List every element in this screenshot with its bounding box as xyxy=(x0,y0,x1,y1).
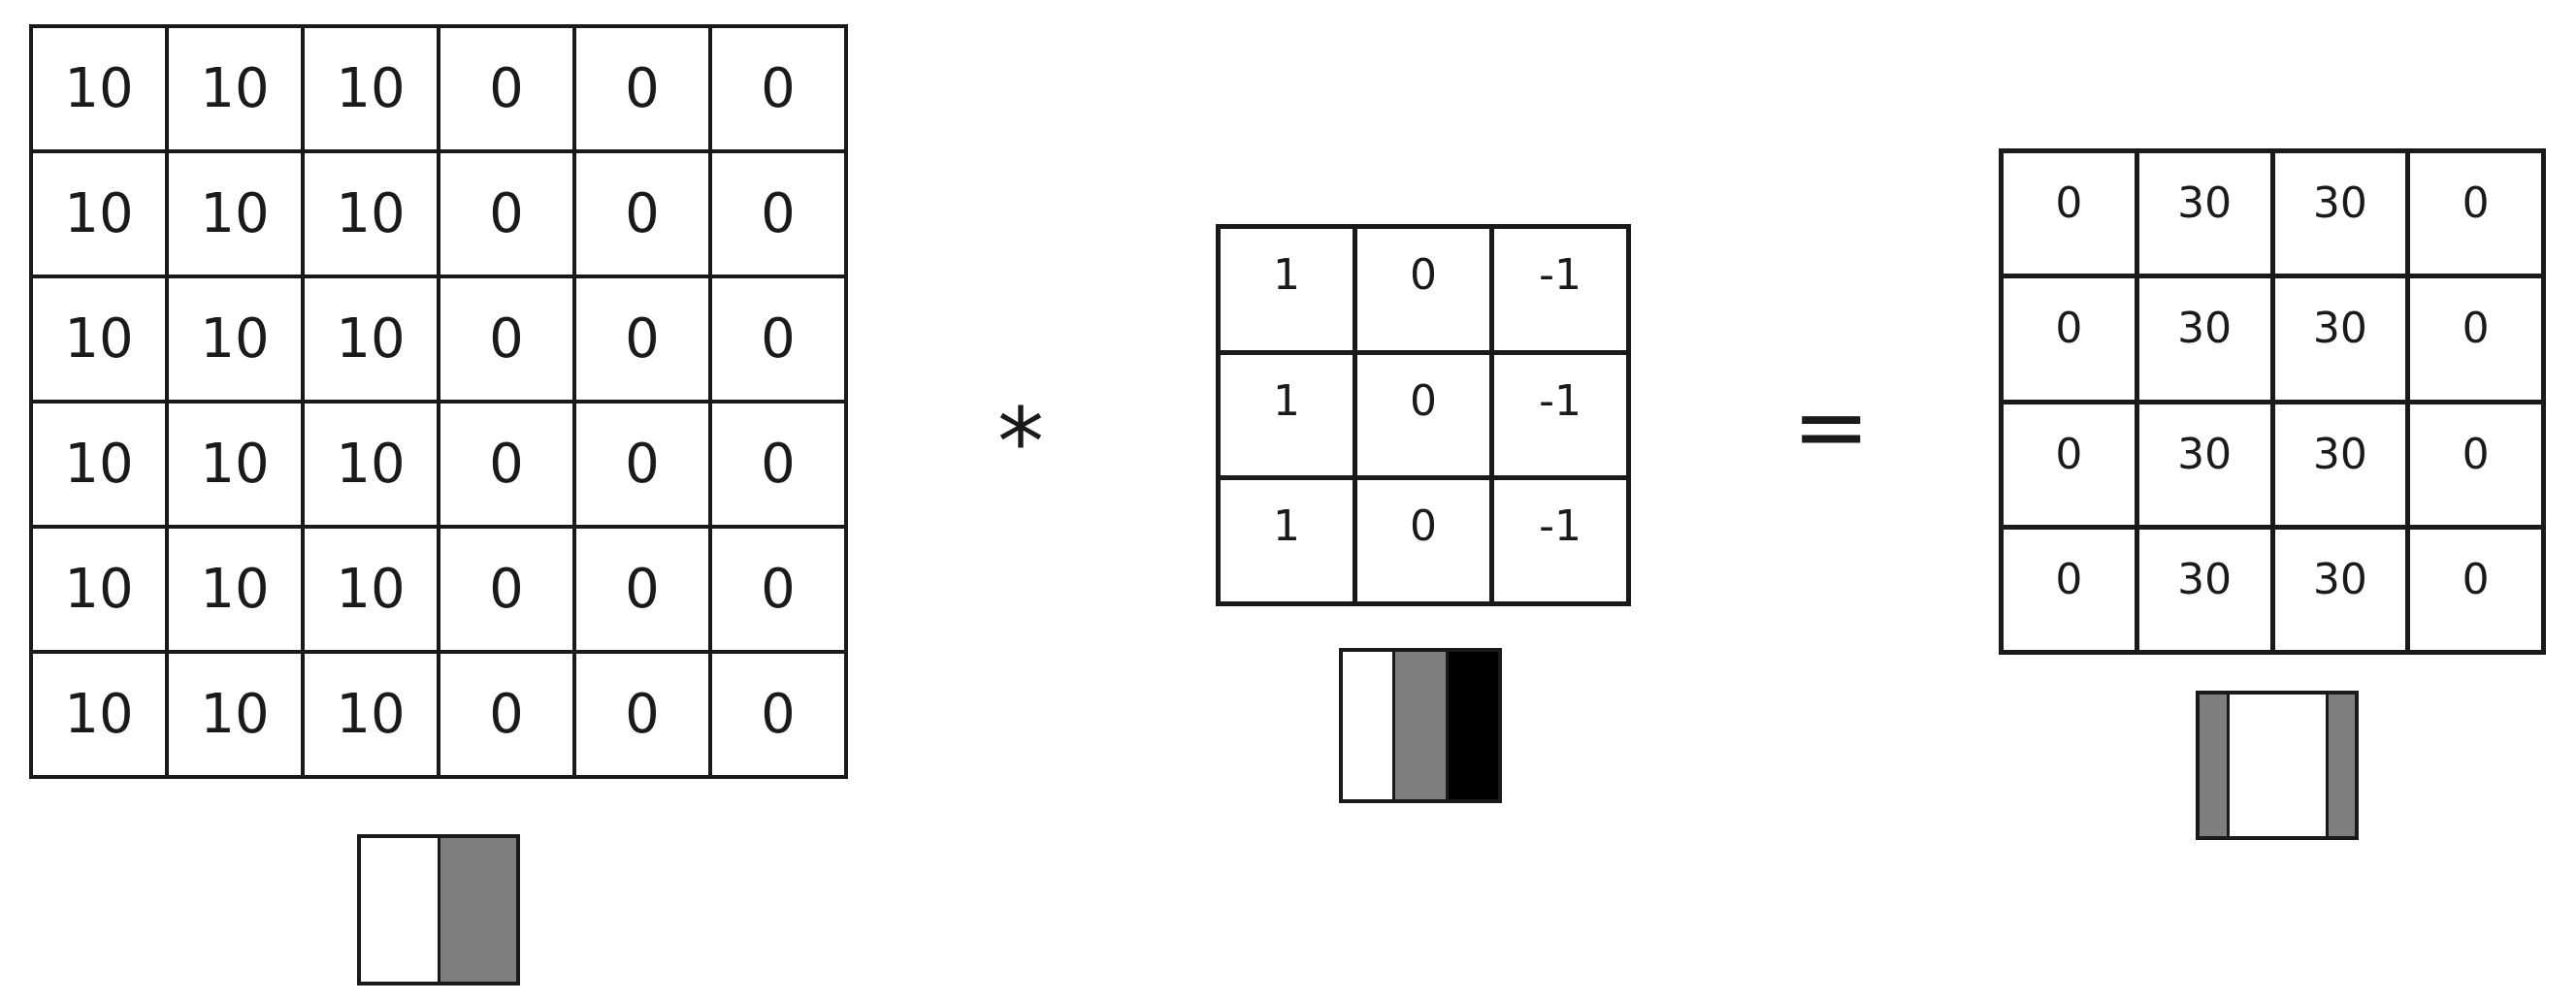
input-image-swatch xyxy=(357,834,520,986)
output-swatch-stripe xyxy=(2328,695,2355,836)
output-matrix-cell: 0 xyxy=(2004,278,2139,404)
input-matrix-cell: 10 xyxy=(305,529,440,654)
filter-swatch-stripe xyxy=(1343,652,1396,799)
output-matrix-cell: 0 xyxy=(2410,278,2546,404)
input-matrix-cell: 10 xyxy=(305,278,440,404)
filter-swatch-stripe xyxy=(1448,652,1498,799)
input-matrix-cell: 10 xyxy=(169,153,305,278)
input-matrix-cell: 10 xyxy=(305,404,440,529)
output-matrix-cell: 0 xyxy=(2410,153,2546,279)
output-matrix-cell: 0 xyxy=(2410,529,2546,655)
output-matrix-cell: 30 xyxy=(2274,153,2411,279)
input-matrix-cell: 10 xyxy=(33,654,169,779)
filter-matrix-cell: 1 xyxy=(1221,480,1357,606)
input-matrix-cell: 10 xyxy=(169,654,305,779)
input-matrix-cell: 0 xyxy=(440,654,576,779)
input-matrix-cell: 0 xyxy=(712,654,848,779)
filter-matrix-cell: -1 xyxy=(1494,229,1631,355)
input-matrix-cell: 10 xyxy=(305,153,440,278)
input-matrix-cell: 0 xyxy=(712,153,848,278)
input-matrix-cell: 0 xyxy=(440,28,576,153)
output-swatch-stripe xyxy=(2200,695,2230,836)
output-matrix-cell: 0 xyxy=(2410,404,2546,530)
input-matrix-cell: 10 xyxy=(305,28,440,153)
output-matrix-cell: 30 xyxy=(2138,278,2275,404)
output-swatch-stripe xyxy=(2229,695,2329,836)
input-matrix-cell: 10 xyxy=(169,278,305,404)
input-matrix-cell: 0 xyxy=(440,529,576,654)
output-matrix-cell: 30 xyxy=(2138,529,2275,655)
input-matrix-cell: 10 xyxy=(33,28,169,153)
output-matrix-cell: 0 xyxy=(2004,404,2139,530)
output-matrix-cell: 30 xyxy=(2274,529,2411,655)
input-matrix-cell: 10 xyxy=(33,153,169,278)
input-matrix-cell: 10 xyxy=(169,529,305,654)
input-matrix-cell: 0 xyxy=(576,654,712,779)
output-matrix-cell: 0 xyxy=(2004,529,2139,655)
filter-swatch-stripe xyxy=(1395,652,1449,799)
input-matrix-cell: 0 xyxy=(576,153,712,278)
output-matrix-cell: 30 xyxy=(2138,153,2275,279)
input-matrix-cell: 0 xyxy=(712,404,848,529)
output-matrix-cell: 0 xyxy=(2004,153,2139,279)
input-matrix-cell: 0 xyxy=(440,404,576,529)
input-swatch-stripe xyxy=(361,838,440,982)
input-matrix-cell: 0 xyxy=(440,278,576,404)
output-matrix-cell: 30 xyxy=(2138,404,2275,530)
filter-matrix-cell: 0 xyxy=(1357,480,1494,606)
filter-matrix-cell: 1 xyxy=(1221,229,1357,355)
output-matrix-cell: 30 xyxy=(2274,278,2411,404)
input-matrix-cell: 0 xyxy=(712,28,848,153)
input-matrix-cell: 0 xyxy=(712,278,848,404)
input-matrix-cell: 0 xyxy=(576,404,712,529)
input-matrix-cell: 10 xyxy=(33,278,169,404)
input-matrix-cell: 0 xyxy=(576,28,712,153)
input-matrix-cell: 0 xyxy=(576,278,712,404)
output-matrix-cell: 30 xyxy=(2274,404,2411,530)
equals-operator: = xyxy=(1792,372,1871,481)
filter-matrix-cell: 1 xyxy=(1221,354,1357,481)
input-matrix-cell: 10 xyxy=(305,654,440,779)
filter-matrix-cell: 0 xyxy=(1357,229,1494,355)
input-matrix-cell: 10 xyxy=(169,28,305,153)
filter-matrix-cell: 0 xyxy=(1357,354,1494,481)
input-matrix-cell: 0 xyxy=(576,529,712,654)
filter-image-swatch xyxy=(1339,648,1502,803)
input-matrix-cell: 10 xyxy=(169,404,305,529)
input-matrix-cell: 10 xyxy=(33,529,169,654)
input-swatch-stripe xyxy=(440,838,516,982)
input-matrix-cell: 10 xyxy=(33,404,169,529)
input-matrix-cell: 0 xyxy=(712,529,848,654)
input-matrix-cell: 0 xyxy=(440,153,576,278)
multiply-operator: * xyxy=(997,388,1044,497)
filter-matrix-cell: -1 xyxy=(1494,354,1631,481)
filter-matrix-cell: -1 xyxy=(1494,480,1631,606)
output-image-swatch xyxy=(2196,691,2359,840)
